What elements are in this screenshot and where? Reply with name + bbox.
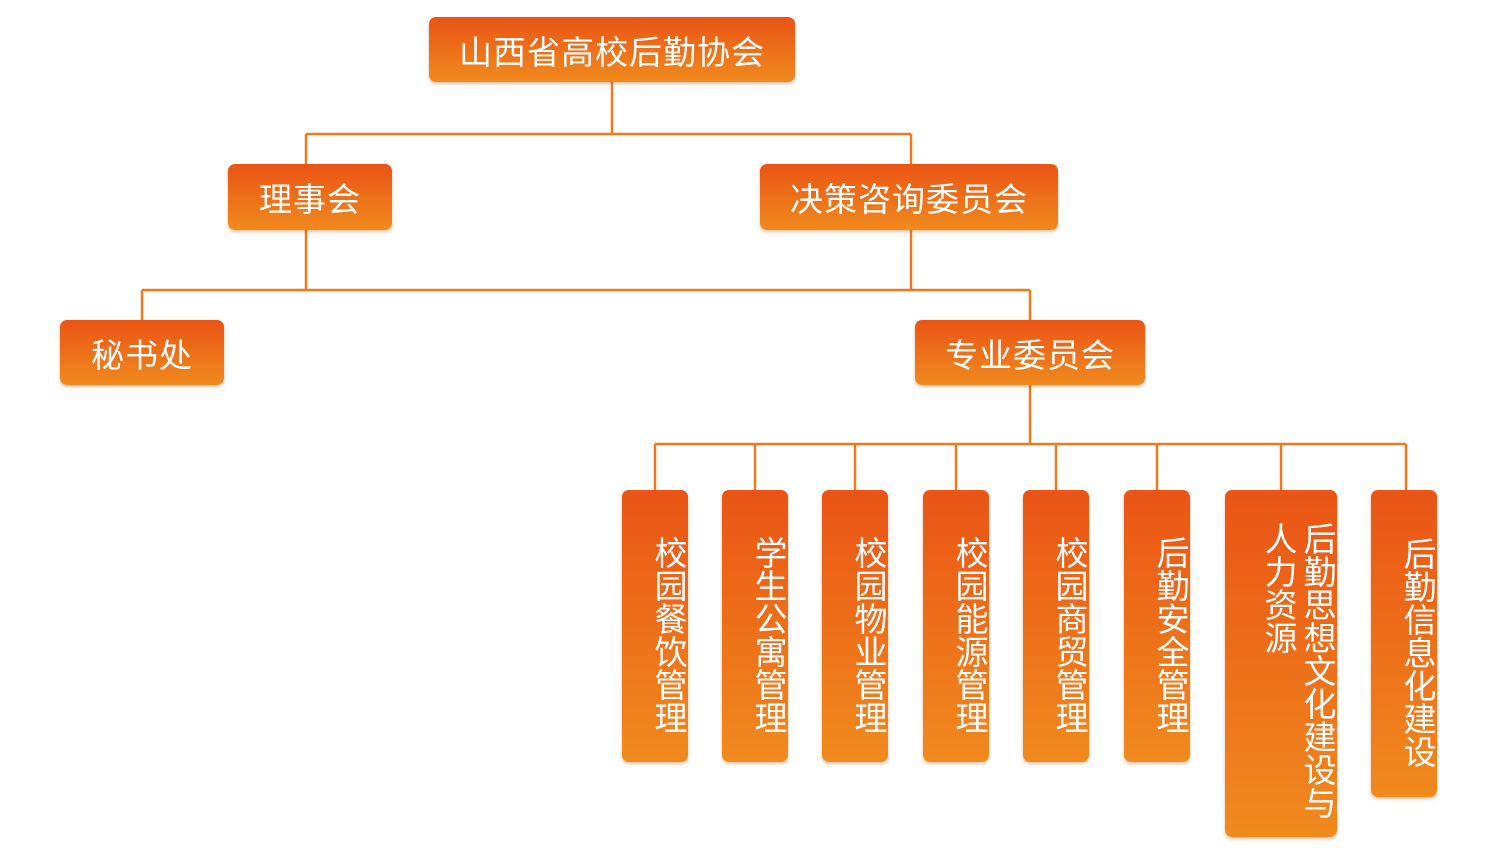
secretariat-node: 秘书处 (60, 320, 224, 385)
advisory-committee-node: 决策咨询委员会 (760, 164, 1058, 230)
root-node: 山西省高校后勤协会 (429, 17, 795, 82)
committee-property: 校园物业管理 (822, 490, 888, 762)
committee-culture-hr-label: 后勤思想文化建设与人力资源 (1260, 522, 1336, 819)
committee-safety-label: 后勤安全管理 (1152, 535, 1189, 734)
committee-safety: 后勤安全管理 (1124, 490, 1190, 762)
committee-informatization-label: 后勤信息化建设 (1399, 536, 1436, 768)
committee-culture-hr: 后勤思想文化建设与人力资源 (1225, 490, 1337, 837)
committee-apartments: 学生公寓管理 (722, 490, 788, 762)
committee-catering: 校园餐饮管理 (622, 490, 688, 762)
committee-commerce: 校园商贸管理 (1023, 490, 1089, 762)
committee-apartments-label: 学生公寓管理 (750, 535, 787, 734)
professional-committees-label: 专业委员会 (945, 336, 1115, 374)
secretariat-label: 秘书处 (91, 336, 193, 374)
professional-committees-node: 专业委员会 (915, 320, 1145, 385)
committee-property-label: 校园物业管理 (850, 535, 887, 734)
board-node: 理事会 (228, 164, 392, 230)
committee-informatization: 后勤信息化建设 (1371, 490, 1437, 797)
advisory-committee-label: 决策咨询委员会 (790, 181, 1028, 218)
committee-energy-label: 校园能源管理 (951, 535, 988, 734)
board-label: 理事会 (259, 181, 361, 218)
committee-catering-label: 校园餐饮管理 (650, 535, 687, 734)
committee-energy: 校园能源管理 (923, 490, 989, 762)
root-label: 山西省高校后勤协会 (459, 33, 765, 71)
committee-commerce-label: 校园商贸管理 (1051, 535, 1088, 734)
